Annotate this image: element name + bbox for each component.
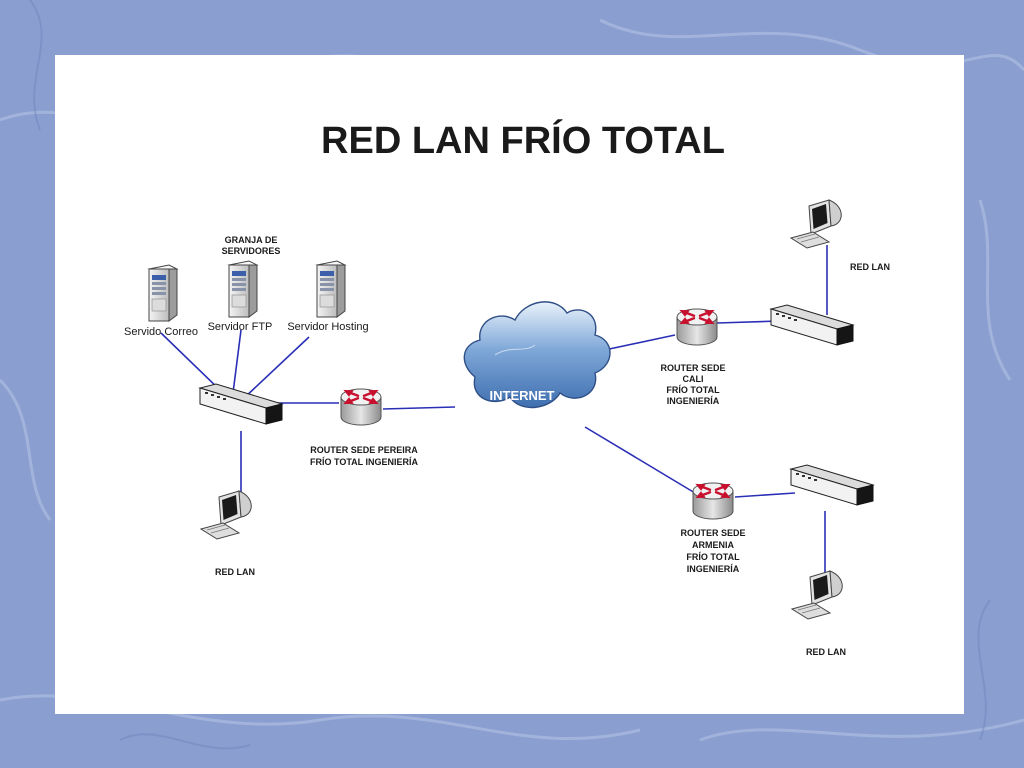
link-router-armenia-switch	[734, 492, 796, 498]
router-pereira-label: ROUTER SEDE PEREIRA FRÍO TOTAL INGENIERÍ…	[310, 445, 419, 467]
link-correo-switch	[160, 332, 224, 394]
router-cali-label-line2: CALI	[683, 374, 704, 384]
link-ftp-switch	[232, 329, 242, 394]
router-armenia-label-line3: FRÍO TOTAL	[686, 552, 740, 562]
lan-cali-label: RED LAN	[850, 262, 890, 272]
router-pereira-label-line1: ROUTER SEDE PEREIRA	[310, 445, 418, 455]
hosting-server-label: Servidor Hosting	[287, 321, 368, 333]
link-router-cali-switch	[716, 320, 780, 324]
router-armenia-label-line1: ROUTER SEDE	[680, 528, 745, 538]
router-armenia-label-line4: INGENIERÍA	[687, 564, 740, 574]
lan-armenia-label: RED LAN	[806, 647, 846, 657]
pc-armenia-icon[interactable]	[791, 570, 843, 620]
router-cali-label: ROUTER SEDE CALI FRÍO TOTAL INGENIERÍA	[660, 363, 725, 406]
switch-cali-icon[interactable]	[770, 304, 854, 346]
lan-pereira-label: RED LAN	[215, 567, 255, 577]
link-internet-router-armenia	[584, 426, 696, 494]
router-pereira-icon[interactable]	[339, 387, 383, 427]
link-router-pereira-internet	[382, 406, 456, 410]
ftp-server-icon[interactable]	[228, 260, 258, 318]
link-hosting-switch	[242, 336, 310, 400]
page-title: RED LAN FRÍO TOTAL	[321, 118, 725, 162]
mail-server-icon[interactable]	[148, 264, 178, 322]
server-farm: GRANJA DE SERVIDORES Servido Correo Serv…	[124, 235, 369, 338]
router-armenia-label-line2: ARMENIA	[692, 540, 734, 550]
router-cali-label-line3: FRÍO TOTAL	[666, 385, 720, 395]
router-armenia-label: ROUTER SEDE ARMENIA FRÍO TOTAL INGENIERÍ…	[680, 528, 745, 574]
router-armenia-icon[interactable]	[691, 481, 735, 521]
switch-armenia-icon[interactable]	[790, 464, 874, 506]
pc-pereira-icon[interactable]	[200, 490, 252, 540]
network-diagram: RED LAN FRÍO TOTAL GRANJA DE SERVIDORES …	[124, 118, 890, 657]
internet-label: INTERNET	[490, 388, 555, 403]
hosting-server-icon[interactable]	[316, 260, 346, 318]
router-cali-label-line1: ROUTER SEDE	[660, 363, 725, 373]
ftp-server-label: Servidor FTP	[208, 321, 273, 333]
switch-pereira-icon[interactable]	[199, 383, 283, 425]
router-cali-icon[interactable]	[675, 307, 719, 347]
router-pereira-label-line2: FRÍO TOTAL INGENIERÍA	[310, 457, 419, 467]
mail-server-label: Servido Correo	[124, 326, 198, 338]
server-farm-label-line1: GRANJA DE	[225, 235, 278, 245]
server-farm-label-line2: SERVIDORES	[222, 246, 281, 256]
slide-canvas: RED LAN FRÍO TOTAL GRANJA DE SERVIDORES …	[55, 55, 964, 714]
pc-cali-icon[interactable]	[790, 199, 842, 249]
router-cali-label-line4: INGENIERÍA	[667, 396, 720, 406]
internet-cloud-icon[interactable]: INTERNET	[463, 301, 611, 409]
